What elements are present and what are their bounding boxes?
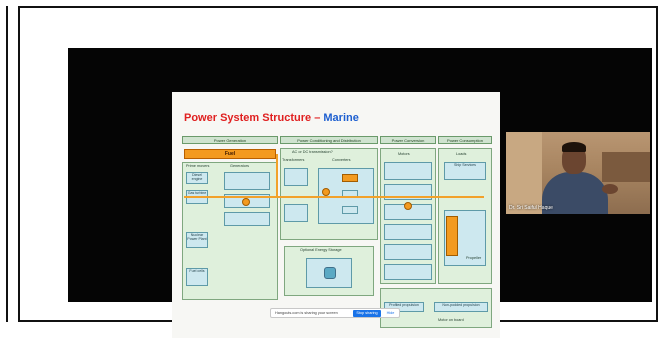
converter-unit-3 xyxy=(342,206,358,214)
share-status-text: Hangouts.com is sharing your screen xyxy=(275,311,338,315)
nuclear-plant-box: Nuclear Power Plant xyxy=(186,232,208,248)
column-head-conversion: Power Conversion xyxy=(380,136,436,144)
motor-box-5 xyxy=(384,244,432,260)
webcam-background-shelf xyxy=(602,152,650,182)
motor-box-1 xyxy=(384,162,432,180)
participant-name-tag: Dr. Sri Saiful Haque xyxy=(509,205,553,211)
fuel-block: Fuel xyxy=(184,149,276,159)
battery-icon xyxy=(324,267,336,279)
propulsion-unit xyxy=(446,216,458,256)
propeller-label: Propeller xyxy=(466,256,482,260)
slide-title-accent: Marine xyxy=(323,112,359,124)
converters-label: Converters xyxy=(332,158,351,162)
ship-services-box: Ship Services xyxy=(444,162,486,180)
non-podded-propulsion-box: Non-podded propulsion xyxy=(434,302,488,312)
presenter-hand xyxy=(602,184,618,194)
power-bus-line xyxy=(184,196,484,198)
webcam-background-wall xyxy=(506,132,542,214)
motor-dot xyxy=(404,202,412,210)
slide-title: Power System Structure – Marine xyxy=(184,112,359,124)
column-head-generation: Power Generation xyxy=(182,136,278,144)
prime-movers-label: Prime movers xyxy=(186,164,210,168)
column-head-distribution: Power Conditioning and Distribution xyxy=(280,136,378,144)
loads-label: Loads xyxy=(456,152,467,156)
converter-unit-1 xyxy=(342,174,358,182)
transformer-box-1 xyxy=(284,168,308,186)
diesel-engine-box: Diesel engine xyxy=(186,172,208,184)
left-window-edge xyxy=(0,6,8,322)
stop-sharing-button[interactable]: Stop sharing xyxy=(353,310,381,317)
generator-dot xyxy=(242,198,250,206)
storage-label: Optional Energy Storage xyxy=(300,248,342,252)
screen-share-bar: Hangouts.com is sharing your screen Stop… xyxy=(270,308,400,318)
hide-share-bar-button[interactable]: Hide xyxy=(386,311,395,315)
generator-box-1 xyxy=(224,172,270,190)
video-conference-area: Power System Structure – Marine Power Ge… xyxy=(68,48,652,338)
motors-label: Motors xyxy=(398,152,410,156)
transformer-box-2 xyxy=(284,204,308,222)
profiled-propulsion-box: Profiled propulsion xyxy=(384,302,424,312)
fuel-cells-box: Fuel cells xyxy=(186,268,208,286)
transformers-label: Transformers xyxy=(282,158,305,162)
presenter-webcam-tile[interactable]: Dr. Sri Saiful Haque xyxy=(506,132,650,214)
column-head-consumption: Power Consumption xyxy=(438,136,492,144)
generator-box-3 xyxy=(224,212,270,226)
motor-box-6 xyxy=(384,264,432,280)
converter-dot xyxy=(322,188,330,196)
generators-label: Generators xyxy=(230,164,249,168)
presenter-hair xyxy=(562,142,586,152)
motor-on-board-label: Motor on board xyxy=(438,318,464,322)
presenter-torso xyxy=(542,172,608,214)
ac-dc-question: AC or DC transmission? xyxy=(292,150,333,154)
shared-slide: Power System Structure – Marine Power Ge… xyxy=(172,92,500,338)
slide-title-main: Power System Structure – xyxy=(184,112,324,124)
fuel-feed-line xyxy=(276,154,278,198)
motor-box-4 xyxy=(384,224,432,240)
screenshot-frame: Power System Structure – Marine Power Ge… xyxy=(18,6,658,338)
